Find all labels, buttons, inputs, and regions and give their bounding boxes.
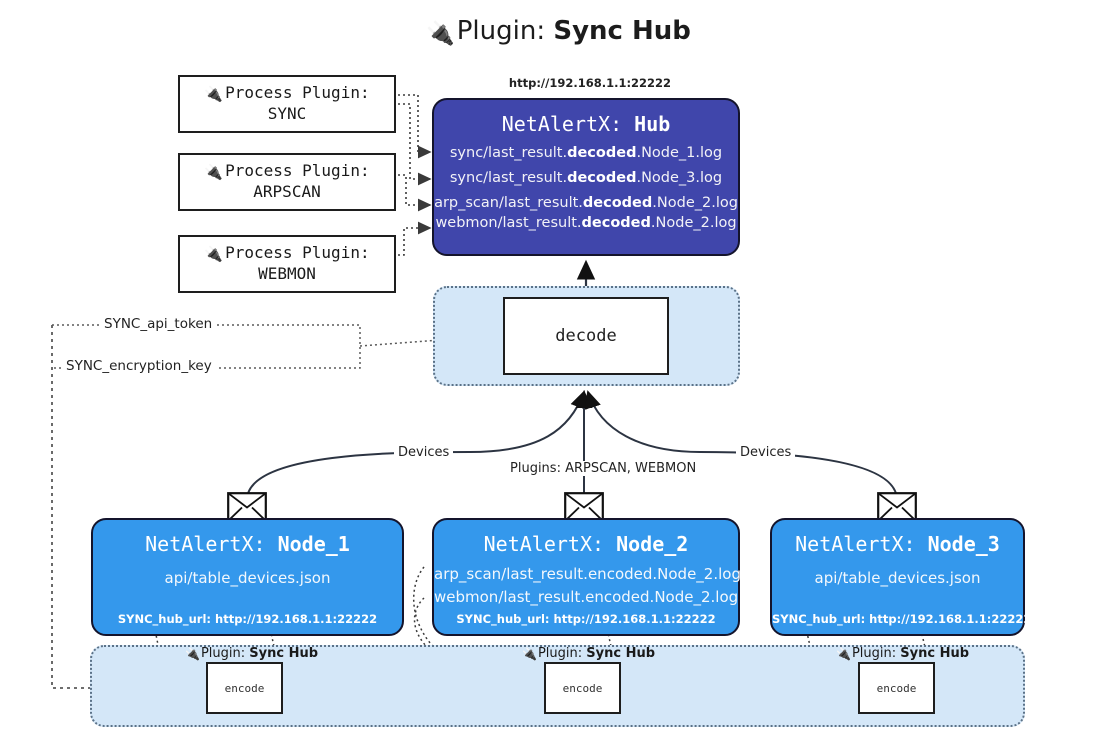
node-1-title: NetAlertX: Node_1 [145,532,350,556]
plug-icon: 🔌 [426,21,455,47]
hub-log-line-4: webmon/last_result.decoded.Node_2.log [435,215,737,231]
hub-title: NetAlertX: Hub [501,112,671,136]
decode-box[interactable]: decode [503,297,669,375]
plug-icon: 🔌 [185,647,200,661]
wire-sync-to-hub-line2 [398,103,432,186]
node-box-node-2[interactable]: NetAlertX: Node_2 arp_scan/last_result.e… [432,518,741,636]
process-plugin-arpscan-line2: ARPSCAN [253,181,321,201]
encoder-3-caption: 🔌Plugin: Sync Hub [836,646,970,661]
node-box-node-1[interactable]: NetAlertX: Node_1 api/table_devices.json… [91,518,404,636]
hub-url-label: http://192.168.1.1:22222 [508,76,672,90]
hub-log-line-3: arp_scan/last_result.decoded.Node_2.log [434,195,738,211]
node-1-line-1: api/table_devices.json [164,569,331,587]
plug-icon: 🔌 [836,647,851,661]
sync-api-token-label: SYNC_api_token [100,316,217,332]
plug-icon: 🔌 [522,647,537,661]
process-plugin-webmon-line1: 🔌Process Plugin: [204,243,370,263]
hub-box[interactable]: NetAlertX: Hub sync/last_result.decoded.… [432,98,740,256]
plug-icon: 🔌 [204,245,224,263]
process-plugin-box-arpscan[interactable]: 🔌Process Plugin: ARPSCAN [178,153,396,211]
edge-label-devices-right: Devices [736,445,796,460]
node-2-line-1: arp_scan/last_result.encoded.Node_2.log [434,565,741,583]
wire-webmon-to-hub [398,221,432,256]
hub-log-line-2: sync/last_result.decoded.Node_3.log [449,170,723,186]
process-plugin-sync-line1: 🔌Process Plugin: [204,83,370,103]
encoder-2-caption: 🔌Plugin: Sync Hub [522,646,656,661]
node-1-hub-url: SYNC_hub_url: http://192.168.1.1:22222 [117,612,378,626]
plug-icon: 🔌 [204,85,224,103]
process-plugin-box-sync[interactable]: 🔌Process Plugin: SYNC [178,75,396,133]
encoder-1-caption: 🔌Plugin: Sync Hub [185,646,319,661]
node-2-line-2: webmon/last_result.encoded.Node_2.log [434,588,739,606]
sync-encryption-key-label: SYNC_encryption_key [62,358,216,374]
process-plugin-sync-line2: SYNC [267,103,307,123]
node-box-node-3[interactable]: NetAlertX: Node_3 api/table_devices.json… [770,518,1032,636]
node-2-hub-url: SYNC_hub_url: http://192.168.1.1:22222 [456,612,716,626]
process-plugin-webmon-line2: WEBMON [258,263,316,283]
encode-box-node-1[interactable]: encode [206,662,283,714]
edge-label-plugins-mid: Plugins: ARPSCAN, WEBMON [506,461,701,476]
envelope-icon [877,492,917,522]
node-3-title: NetAlertX: Node_3 [795,532,1000,556]
page-title-prefix: Plugin: [456,16,554,46]
wire-arpscan-to-hub [398,174,432,212]
node-3-line-1: api/table_devices.json [814,569,981,587]
process-plugin-arpscan-line1: 🔌Process Plugin: [204,161,370,181]
page-title: 🔌Plugin: Sync Hub [0,16,1117,49]
node-3-hub-url: SYNC_hub_url: http://192.168.1.1:22222 [772,612,1032,626]
node-2-title: NetAlertX: Node_2 [483,532,689,556]
edge-label-devices-left: Devices [394,445,454,460]
encode-box-node-2[interactable]: encode [544,662,621,714]
encode-box-node-3[interactable]: encode [858,662,935,714]
wire-sync-to-hub-line1 [398,94,432,159]
plug-icon: 🔌 [204,163,224,181]
page-title-name: Sync Hub [553,16,691,46]
hub-log-line-1: sync/last_result.decoded.Node_1.log [449,145,723,161]
process-plugin-box-webmon[interactable]: 🔌Process Plugin: WEBMON [178,235,396,293]
